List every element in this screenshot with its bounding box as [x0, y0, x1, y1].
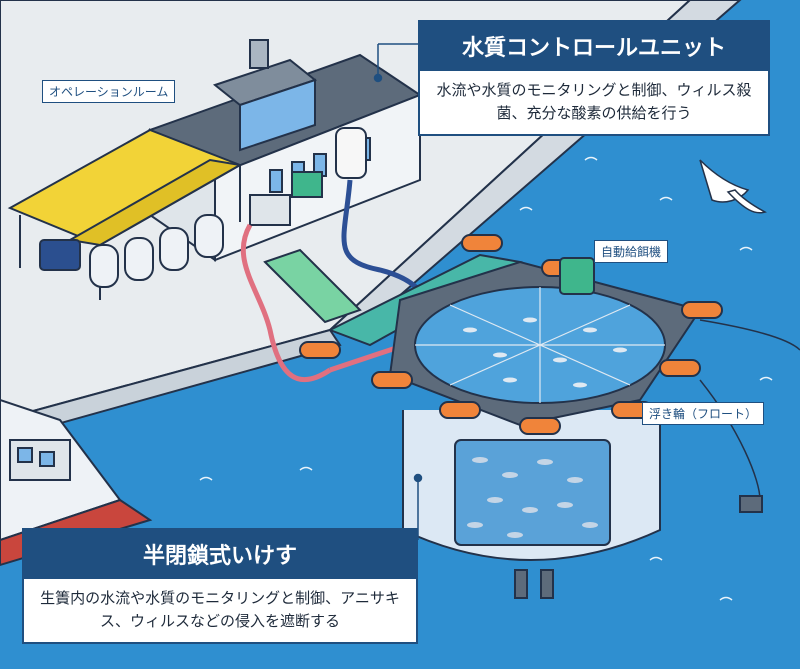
floats [299, 234, 723, 435]
operation-room-label: オペレーションルーム [42, 80, 176, 103]
semi-closed-cage-callout: 半閉鎖式いけす 生簀内の水流や水質のモニタリングと制御、アニサキス、ウィルスなど… [22, 528, 418, 644]
control-unit-callout: 水質コントロールユニット 水流や水質のモニタリングと制御、ウィルス殺菌、充分な酸… [418, 20, 770, 136]
control-unit-description: 水流や水質のモニタリングと制御、ウィルス殺菌、充分な酸素の供給を行う [436, 81, 752, 123]
filtration-tanks [39, 214, 224, 288]
pier-edge [0, 328, 342, 442]
buoy [739, 495, 763, 513]
auto-feeder-device [559, 257, 595, 295]
seagull [699, 159, 767, 214]
float-ring-label: 浮き輪（フロート） [642, 402, 765, 425]
control-unit-title: 水質コントロールユニット [420, 22, 768, 71]
callout-pointers [373, 43, 423, 540]
control-unit-device [249, 127, 367, 226]
semi-closed-cage-description: 生簀内の水流や水質のモニタリングと制御、アニサキス、ウィルスなどの侵入を遮断する [40, 589, 400, 631]
mooring [699, 319, 800, 501]
semi-closed-cage-title: 半閉鎖式いけす [24, 530, 416, 579]
auto-feeder-label: 自動給餌機 [594, 240, 669, 263]
yellow-canopy [7, 128, 243, 300]
cage-cylinder [402, 410, 661, 599]
